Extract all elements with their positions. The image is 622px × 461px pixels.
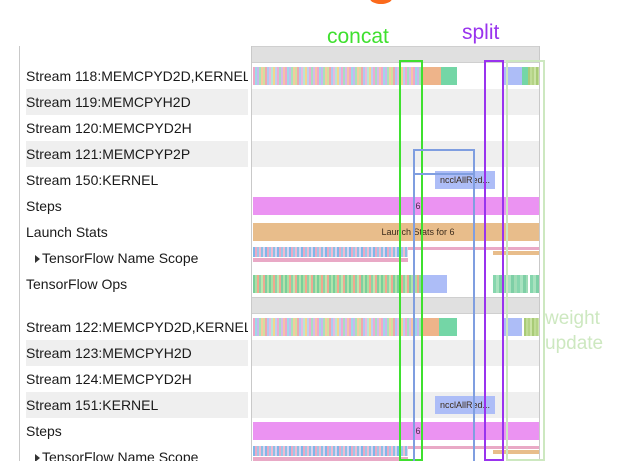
track-row-stream124[interactable]: Stream 124:MEMCPYD2H xyxy=(20,366,539,392)
chevron-right-icon[interactable] xyxy=(35,454,40,461)
track-row-stream150[interactable]: Stream 150:KERNEL ncclAllRed... xyxy=(20,167,539,193)
track-row-label: TensorFlow Name Scope xyxy=(42,449,199,461)
activity-bar[interactable] xyxy=(253,67,423,85)
track-lane[interactable] xyxy=(253,63,539,89)
activity-bar[interactable] xyxy=(253,318,423,336)
trace-viewer-panel[interactable]: isqx1:25676 Nvidia GPU 0 (pid 1) Stream … xyxy=(19,46,540,461)
track-row-name-scope-gpu1[interactable]: TensorFlow Name Scope xyxy=(20,444,539,461)
ops-bar[interactable] xyxy=(493,275,528,293)
track-row-stream118[interactable]: Stream 118:MEMCPYD2D,KERNEL,ME xyxy=(20,63,539,89)
ops-bar[interactable] xyxy=(423,275,447,293)
track-row-label: Stream 118:MEMCPYD2D,KERNEL,ME xyxy=(26,68,248,84)
nccl-allreduce-bar[interactable] xyxy=(435,171,495,189)
track-row-stream122[interactable]: Stream 122:MEMCPYD2D,KERNEL,MI xyxy=(20,314,539,340)
gutter-divider xyxy=(251,46,252,461)
ops-bar[interactable] xyxy=(530,275,539,293)
track-row-launch-stats[interactable]: Launch Stats Launch Stats for 6 xyxy=(20,219,539,245)
track-lane[interactable]: ncclAllRed... xyxy=(253,167,539,193)
track-lane[interactable]: 6 xyxy=(253,193,539,219)
track-row-stream120[interactable]: Stream 120:MEMCPYD2H xyxy=(20,115,539,141)
track-lane[interactable] xyxy=(253,141,539,167)
name-scope-bar[interactable] xyxy=(493,251,539,255)
track-row-stream119[interactable]: Stream 119:MEMCPYH2D xyxy=(20,89,539,115)
track-row-tf-ops-gpu0[interactable]: TensorFlow Ops xyxy=(20,271,539,297)
nccl-allreduce-bar-label: ncclAllRed... xyxy=(439,400,491,410)
track-lane[interactable] xyxy=(253,245,539,271)
annotation-weight-update-line1: weight xyxy=(545,308,600,329)
activity-bar[interactable] xyxy=(439,318,457,336)
track-lane[interactable] xyxy=(253,314,539,340)
activity-bar[interactable] xyxy=(423,318,439,336)
track-lane[interactable]: ncclAllRed... xyxy=(253,392,539,418)
annotation-weight-update: weight update xyxy=(545,306,603,356)
step-bar[interactable] xyxy=(253,197,539,215)
name-scope-subbar[interactable] xyxy=(253,258,408,262)
chevron-right-icon[interactable] xyxy=(35,255,40,263)
track-lane[interactable] xyxy=(253,115,539,141)
track-row-label: TensorFlow Ops xyxy=(26,276,128,292)
annotation-split: split xyxy=(462,21,500,44)
name-scope-bar[interactable] xyxy=(253,247,408,257)
step-bar-label: 6 xyxy=(415,201,421,211)
orange-marker-icon xyxy=(370,0,392,4)
activity-bar[interactable] xyxy=(524,318,539,336)
track-row-steps-gpu0[interactable]: Steps 6 xyxy=(20,193,539,219)
annotation-concat: concat xyxy=(327,25,389,48)
step-bar[interactable] xyxy=(253,422,539,440)
activity-bar[interactable] xyxy=(522,67,528,85)
activity-bar[interactable] xyxy=(528,67,539,85)
track-lane[interactable]: Launch Stats for 6 xyxy=(253,219,539,245)
activity-bar[interactable] xyxy=(504,67,522,85)
track-lane[interactable] xyxy=(253,366,539,392)
track-row-label: Steps xyxy=(26,198,62,214)
track-row-label: TensorFlow Name Scope xyxy=(42,250,199,266)
track-row-label: Stream 122:MEMCPYD2D,KERNEL,MI xyxy=(26,319,248,335)
track-row-steps-gpu1[interactable]: Steps 6 xyxy=(20,418,539,444)
track-row-label: Stream 150:KERNEL xyxy=(26,172,159,188)
track-lane[interactable]: 6 xyxy=(253,418,539,444)
launch-stats-bar-label: Launch Stats for 6 xyxy=(381,227,455,237)
track-row-stream121[interactable]: Stream 121:MEMCPYP2P xyxy=(20,141,539,167)
track-row-label: Stream 119:MEMCPYH2D xyxy=(26,89,248,115)
nccl-allreduce-bar-label: ncclAllRed... xyxy=(439,175,491,185)
track-row-stream151[interactable]: Stream 151:KERNEL ncclAllRed... xyxy=(20,392,539,418)
track-lane[interactable] xyxy=(253,444,539,461)
track-lane[interactable] xyxy=(253,89,539,115)
name-scope-bar[interactable] xyxy=(408,247,539,250)
nccl-allreduce-bar[interactable] xyxy=(435,396,495,414)
track-row-label: Steps xyxy=(26,423,62,439)
step-bar-label: 6 xyxy=(415,426,421,436)
activity-bar[interactable] xyxy=(441,67,457,85)
name-scope-bar[interactable] xyxy=(493,450,539,454)
name-scope-subbar[interactable] xyxy=(253,457,408,461)
annotation-weight-update-line2: update xyxy=(545,333,604,354)
name-scope-bar[interactable] xyxy=(408,446,539,449)
track-row-label: Stream 151:KERNEL xyxy=(26,392,248,418)
track-row-label: Stream 120:MEMCPYD2H xyxy=(26,120,192,136)
name-scope-bar[interactable] xyxy=(253,446,408,456)
ops-bar[interactable] xyxy=(253,275,423,293)
track-row-name-scope-gpu0[interactable]: TensorFlow Name Scope xyxy=(20,245,539,271)
track-row-label: Stream 121:MEMCPYP2P xyxy=(26,141,248,167)
activity-bar[interactable] xyxy=(423,67,441,85)
track-lane[interactable] xyxy=(253,340,539,366)
track-lane[interactable] xyxy=(253,271,539,297)
track-row-label: Stream 123:MEMCPYH2D xyxy=(26,340,248,366)
track-row-label: Stream 124:MEMCPYD2H xyxy=(26,371,192,387)
activity-bar[interactable] xyxy=(504,318,522,336)
track-row-label: Launch Stats xyxy=(26,224,108,240)
launch-stats-bar[interactable] xyxy=(253,223,539,241)
row-label-gutter xyxy=(20,46,251,461)
track-row-stream123[interactable]: Stream 123:MEMCPYH2D xyxy=(20,340,539,366)
